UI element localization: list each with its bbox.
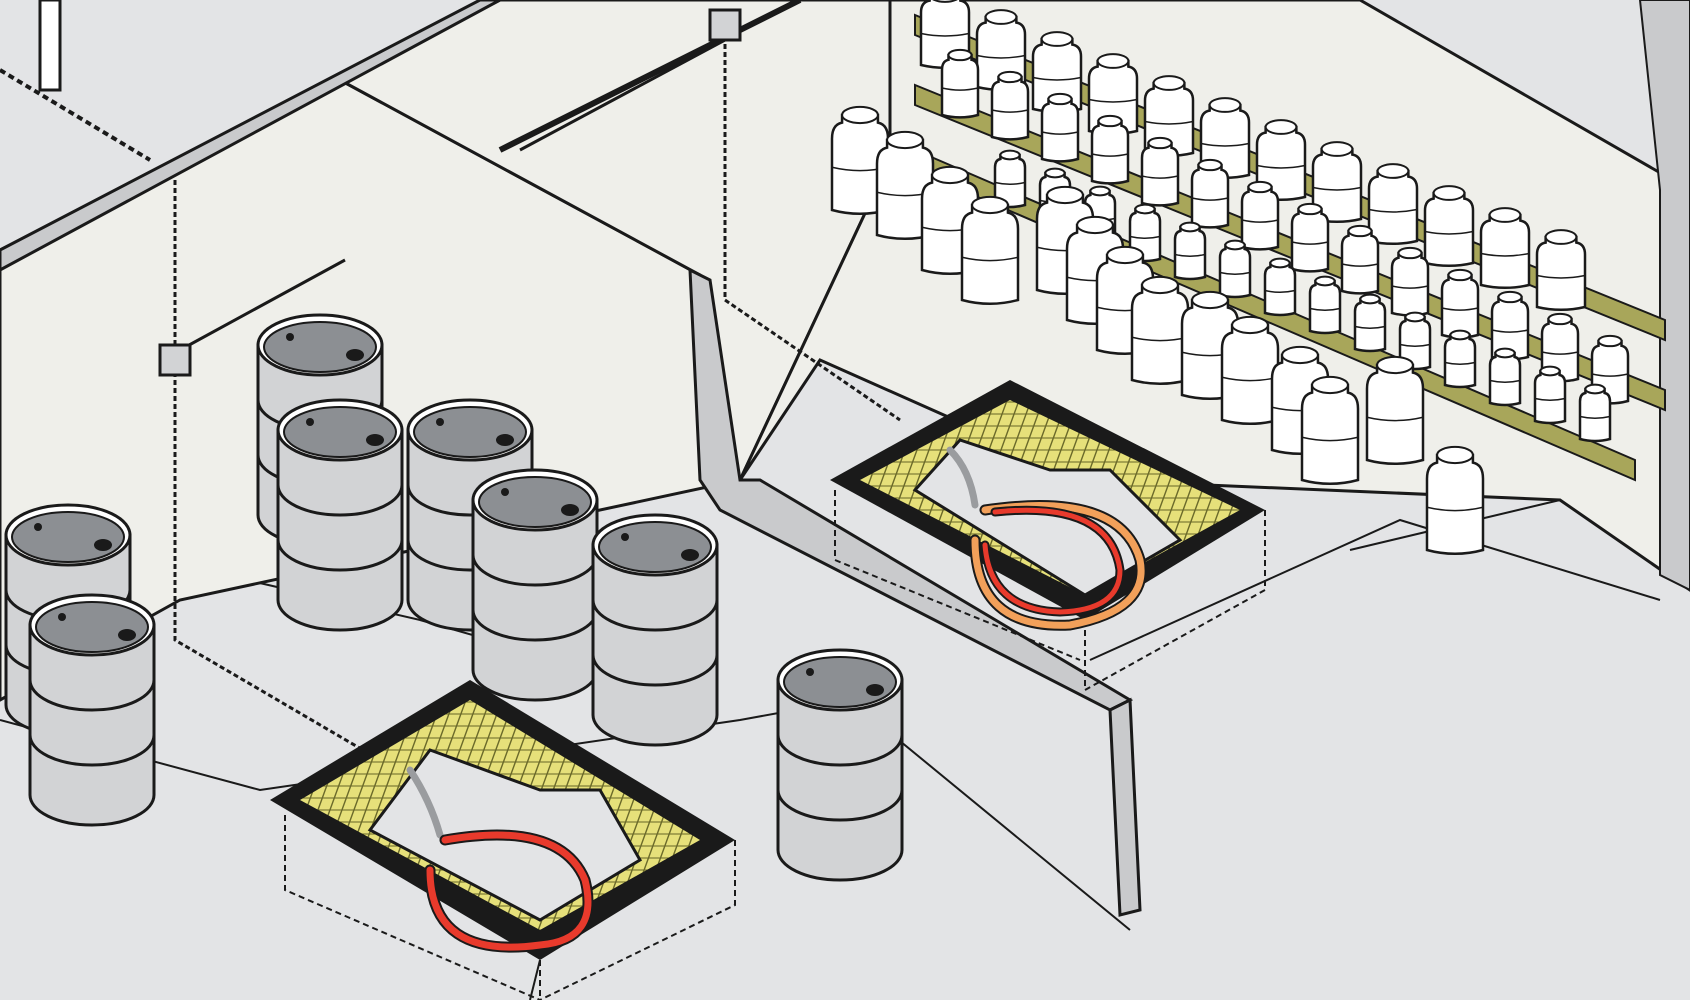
jug-icon (1300, 375, 1360, 486)
junction-box-icon (158, 8, 742, 377)
jug-icon (1240, 180, 1280, 251)
jug-icon (1440, 268, 1480, 339)
jug-icon (1190, 158, 1230, 229)
jug-icon (1218, 239, 1252, 299)
jug-icon (1425, 445, 1485, 556)
jug-icon (1255, 119, 1307, 202)
jug-icon (1490, 290, 1530, 361)
jug-icon (1220, 315, 1280, 426)
jug-icon (1365, 355, 1425, 466)
curb-walls (688, 267, 1142, 917)
jug-icon (993, 149, 1027, 209)
jug-icon (1423, 185, 1475, 268)
jug-group (830, 0, 1630, 556)
jug-icon (1398, 311, 1432, 371)
jug-icon (1578, 383, 1612, 443)
jug-icon (1040, 92, 1080, 163)
drum-icon (776, 648, 904, 882)
conduits (173, 20, 901, 762)
jug-icon (1488, 347, 1522, 407)
drum-icon (591, 513, 719, 747)
jug-icon (830, 105, 890, 216)
sump-left (270, 680, 736, 1000)
jug-icon (1128, 203, 1162, 263)
jug-icon (1290, 202, 1330, 273)
jug-icon (1311, 141, 1363, 224)
jug-icon (1263, 257, 1297, 317)
jug-icon (940, 48, 980, 119)
hose-icon (406, 446, 1147, 953)
drum-icon (28, 593, 156, 827)
jug-icon (1140, 136, 1180, 207)
jug-icon (1533, 365, 1567, 425)
jug-icon (1340, 224, 1380, 295)
jug-icon (1353, 293, 1387, 353)
jug-icon (1308, 275, 1342, 335)
jug-icon (1031, 31, 1083, 114)
jug-icon (990, 70, 1030, 141)
jug-icon (1479, 207, 1531, 290)
jug-icon (1443, 329, 1477, 389)
wall-rail (0, 0, 802, 272)
jug-icon (1367, 163, 1419, 246)
jug-icon (1090, 114, 1130, 185)
drum-icon (471, 468, 599, 702)
jug-icon (1173, 221, 1207, 281)
jug-icon (1130, 275, 1190, 386)
jug-icon (875, 130, 935, 241)
jug-icon (960, 195, 1020, 306)
drum-icon (276, 398, 404, 632)
jug-icon (1390, 246, 1430, 317)
drum-group (4, 313, 904, 882)
jug-icon (1535, 229, 1587, 312)
